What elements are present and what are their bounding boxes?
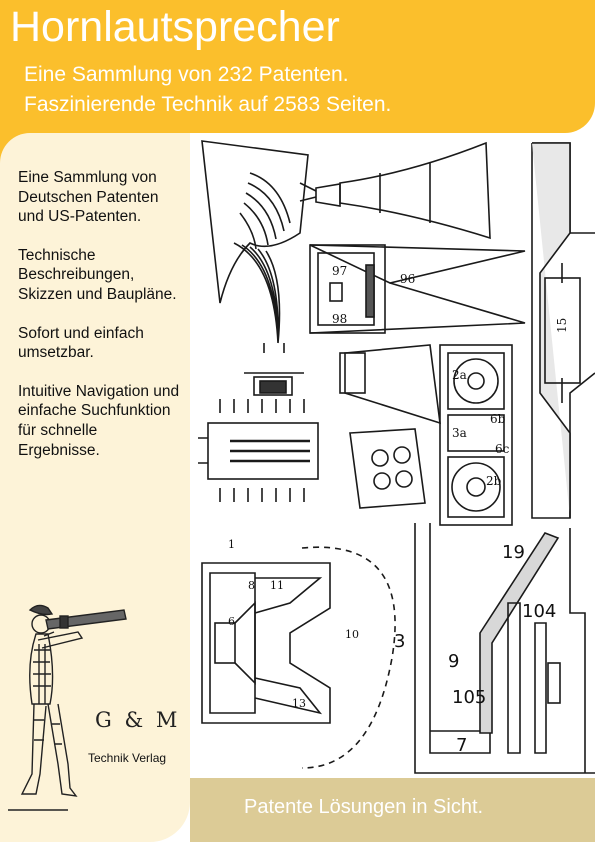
feature-paragraph: Eine Sammlung von Deutschen Patenten und…	[18, 169, 159, 226]
label-13: 13	[292, 697, 306, 710]
footer-banner	[190, 778, 595, 842]
label-2b: 2b	[486, 474, 502, 488]
page-title: Hornlautsprecher	[10, 3, 340, 51]
label-15: 15	[555, 318, 569, 333]
sidebar-panel	[0, 133, 190, 842]
label-2a: 2a	[452, 368, 467, 382]
patent-drawings-collage: 97 96 98 15 2a 6b 3a 6c 2b 1 8 11 6 10 1…	[198, 140, 595, 774]
feature-paragraph: Technische Beschreibungen, Skizzen und B…	[18, 246, 177, 303]
label-1: 1	[228, 538, 235, 551]
label-11: 11	[270, 579, 284, 592]
label-96: 96	[400, 272, 415, 286]
label-3a: 3a	[452, 426, 467, 440]
label-10: 10	[345, 628, 359, 641]
subtitle-line-1: Eine Sammlung von 232 Patenten.	[24, 63, 349, 86]
label-6: 6	[228, 615, 235, 628]
telescope-man-illustration	[8, 604, 127, 811]
label-6b: 6b	[490, 412, 506, 426]
label-3: 3	[394, 631, 405, 652]
label-98: 98	[332, 312, 347, 326]
sidebar-description: Eine Sammlung von Deutschen Patenten und…	[18, 168, 183, 479]
label-19: 19	[502, 542, 525, 563]
footer-tagline: Patente Lösungen in Sicht.	[244, 796, 484, 818]
label-6c: 6c	[495, 442, 510, 456]
feature-paragraph: Sofort und einfach umsetzbar.	[18, 324, 144, 362]
label-9: 9	[448, 651, 459, 672]
label-7: 7	[456, 735, 467, 756]
label-97: 97	[332, 264, 347, 278]
subtitle-line-2: Faszinierende Technik auf 2583 Seiten.	[24, 93, 392, 116]
label-105: 105	[452, 687, 486, 708]
publisher-logo: G & M	[95, 708, 181, 732]
publisher-name: Technik Verlag	[88, 751, 167, 765]
feature-paragraph: Intuitive Navigation und einfache Suchfu…	[18, 382, 180, 459]
label-104: 104	[522, 601, 556, 622]
header-banner	[0, 0, 595, 133]
label-8: 8	[248, 579, 255, 592]
